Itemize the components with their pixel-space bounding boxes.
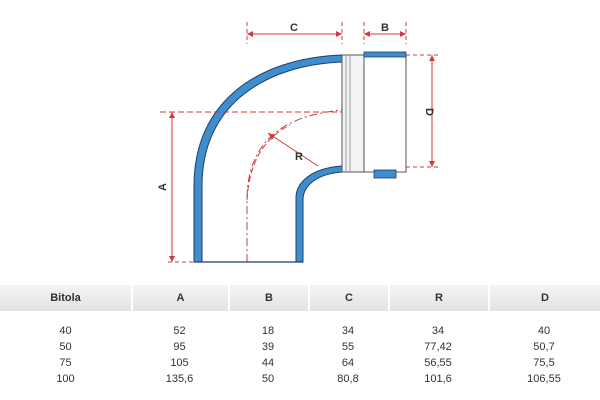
- dimension-a: [160, 111, 342, 263]
- dimension-a-label: A: [157, 183, 169, 191]
- elbow-diagram: C B D A R: [157, 22, 440, 263]
- cell-c: 64: [341, 357, 355, 369]
- elbow-pipe-wall: [193, 54, 343, 263]
- cell-d: 75,5: [533, 357, 555, 369]
- cell-d: 40: [537, 325, 551, 337]
- dimension-d: [406, 54, 440, 168]
- cell-b: 39: [261, 341, 275, 353]
- cell-bitola: 50: [59, 341, 72, 353]
- cell-b: 18: [261, 325, 275, 337]
- dimension-c: [246, 22, 343, 44]
- cell-a: 135,6: [165, 373, 194, 385]
- cell-r: 101,6: [424, 373, 452, 385]
- centerline-arc: [246, 109, 344, 262]
- cell-r: 56,55: [424, 357, 452, 369]
- cell-bitola: 100: [56, 373, 75, 385]
- cell-r: 34: [431, 325, 445, 337]
- header-b: B: [228, 285, 308, 311]
- header-d: D: [488, 285, 600, 311]
- cell-d: 50,7: [533, 341, 555, 353]
- cell-r: 77,42: [424, 341, 452, 353]
- cell-a: 95: [173, 341, 186, 353]
- cell-a: 105: [170, 357, 189, 369]
- header-r: R: [388, 285, 488, 311]
- dimension-b-label: B: [381, 22, 389, 34]
- cell-c: 55: [341, 341, 355, 353]
- dimension-r: [267, 132, 319, 167]
- socket-rim-bottom: [373, 169, 397, 179]
- header-c: C: [308, 285, 388, 311]
- cell-bitola: 75: [59, 357, 72, 369]
- cell-d: 106,55: [527, 373, 561, 385]
- dimension-b: [363, 22, 407, 44]
- table-row: 50 95 39 55 77,42 50,7: [0, 339, 600, 355]
- socket-ring-left: [341, 54, 365, 173]
- cell-a: 52: [173, 325, 186, 337]
- cell-c: 34: [341, 325, 355, 337]
- header-a: A: [131, 285, 228, 311]
- elbow-technical-drawing: C B D A R: [157, 22, 440, 263]
- header-bitola: Bitola: [0, 285, 131, 311]
- dimensions-table: Bitola A B C R D 40 52 18 34 34 40 50 95…: [0, 285, 600, 387]
- socket-rim-top: [363, 51, 407, 58]
- cell-b: 50: [261, 373, 275, 385]
- dimension-r-label: R: [295, 151, 303, 163]
- centerline-bend: [246, 124, 291, 201]
- dimension-c-label: C: [290, 22, 298, 34]
- cell-c: 80,8: [337, 373, 359, 385]
- elbow-pipe-inner-wall: [295, 165, 343, 263]
- table-row: 100 135,6 50 80,8 101,6 106,55: [0, 371, 600, 387]
- cell-bitola: 40: [59, 325, 72, 337]
- dimension-d-label: D: [423, 108, 435, 116]
- cell-b: 44: [261, 357, 275, 369]
- dimensions-table-header: Bitola A B C R D: [0, 285, 600, 311]
- dimensions-table-body: 40 52 18 34 34 40 50 95 39 55 77,42 50,7…: [0, 311, 600, 387]
- table-row: 40 52 18 34 34 40: [0, 323, 600, 339]
- table-row: 75 105 44 64 56,55 75,5: [0, 355, 600, 371]
